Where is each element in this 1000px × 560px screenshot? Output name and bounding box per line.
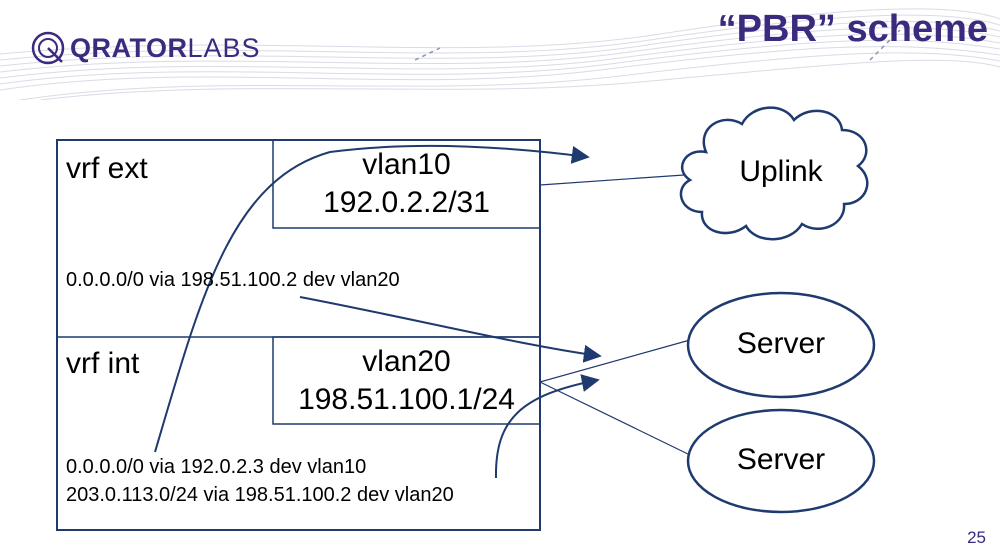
link-uplink [539,174,685,186]
link-server1 [539,339,691,383]
flow-arrow-to-server [299,296,602,363]
link-server2 [539,381,691,456]
server1-shape [686,291,876,399]
slide-title: “PBR” scheme [717,8,988,50]
vrf-ext-label: vrf ext [66,152,148,185]
company-logo: QRATORLABS [28,28,261,68]
logo-text-bold: QRATOR [70,32,188,63]
vlan20-box [272,336,541,425]
uplink-label: Uplink [739,155,823,188]
router-box [56,139,541,531]
header-swirl-background [0,8,1000,100]
server2-label: Server [736,443,826,476]
flow-arrow-to-uplink [154,144,590,453]
vlan10-name: vlan10 [362,148,451,181]
vrf-int-route-customer: 203.0.113.0/24 via 198.51.100.2 dev vlan… [66,484,454,506]
vrf-int-route-default: 0.0.0.0/0 via 192.0.2.3 dev vlan10 [66,456,367,478]
page-number: 25 [967,528,986,547]
vlan20-interface: vlan20 198.51.100.1/24 [273,343,540,419]
logo-text: QRATORLABS [70,33,261,64]
uplink-cloud-shape [679,106,869,241]
vlan20-address: 198.51.100.1/24 [298,383,515,416]
server2-shape [686,408,876,514]
vlan20-name: vlan20 [362,345,451,378]
vlan10-box [272,140,540,229]
logo-text-light: LABS [187,32,261,63]
vrf-ext-route: 0.0.0.0/0 via 198.51.100.2 dev vlan20 [66,269,400,291]
vrf-int-label: vrf int [66,347,140,380]
logo-mark-icon [31,31,65,65]
vlan10-address: 192.0.2.2/31 [323,186,490,219]
server1-label: Server [736,327,826,360]
vlan10-interface: vlan10 192.0.2.2/31 [273,146,540,222]
flow-arrow-return [494,374,600,479]
